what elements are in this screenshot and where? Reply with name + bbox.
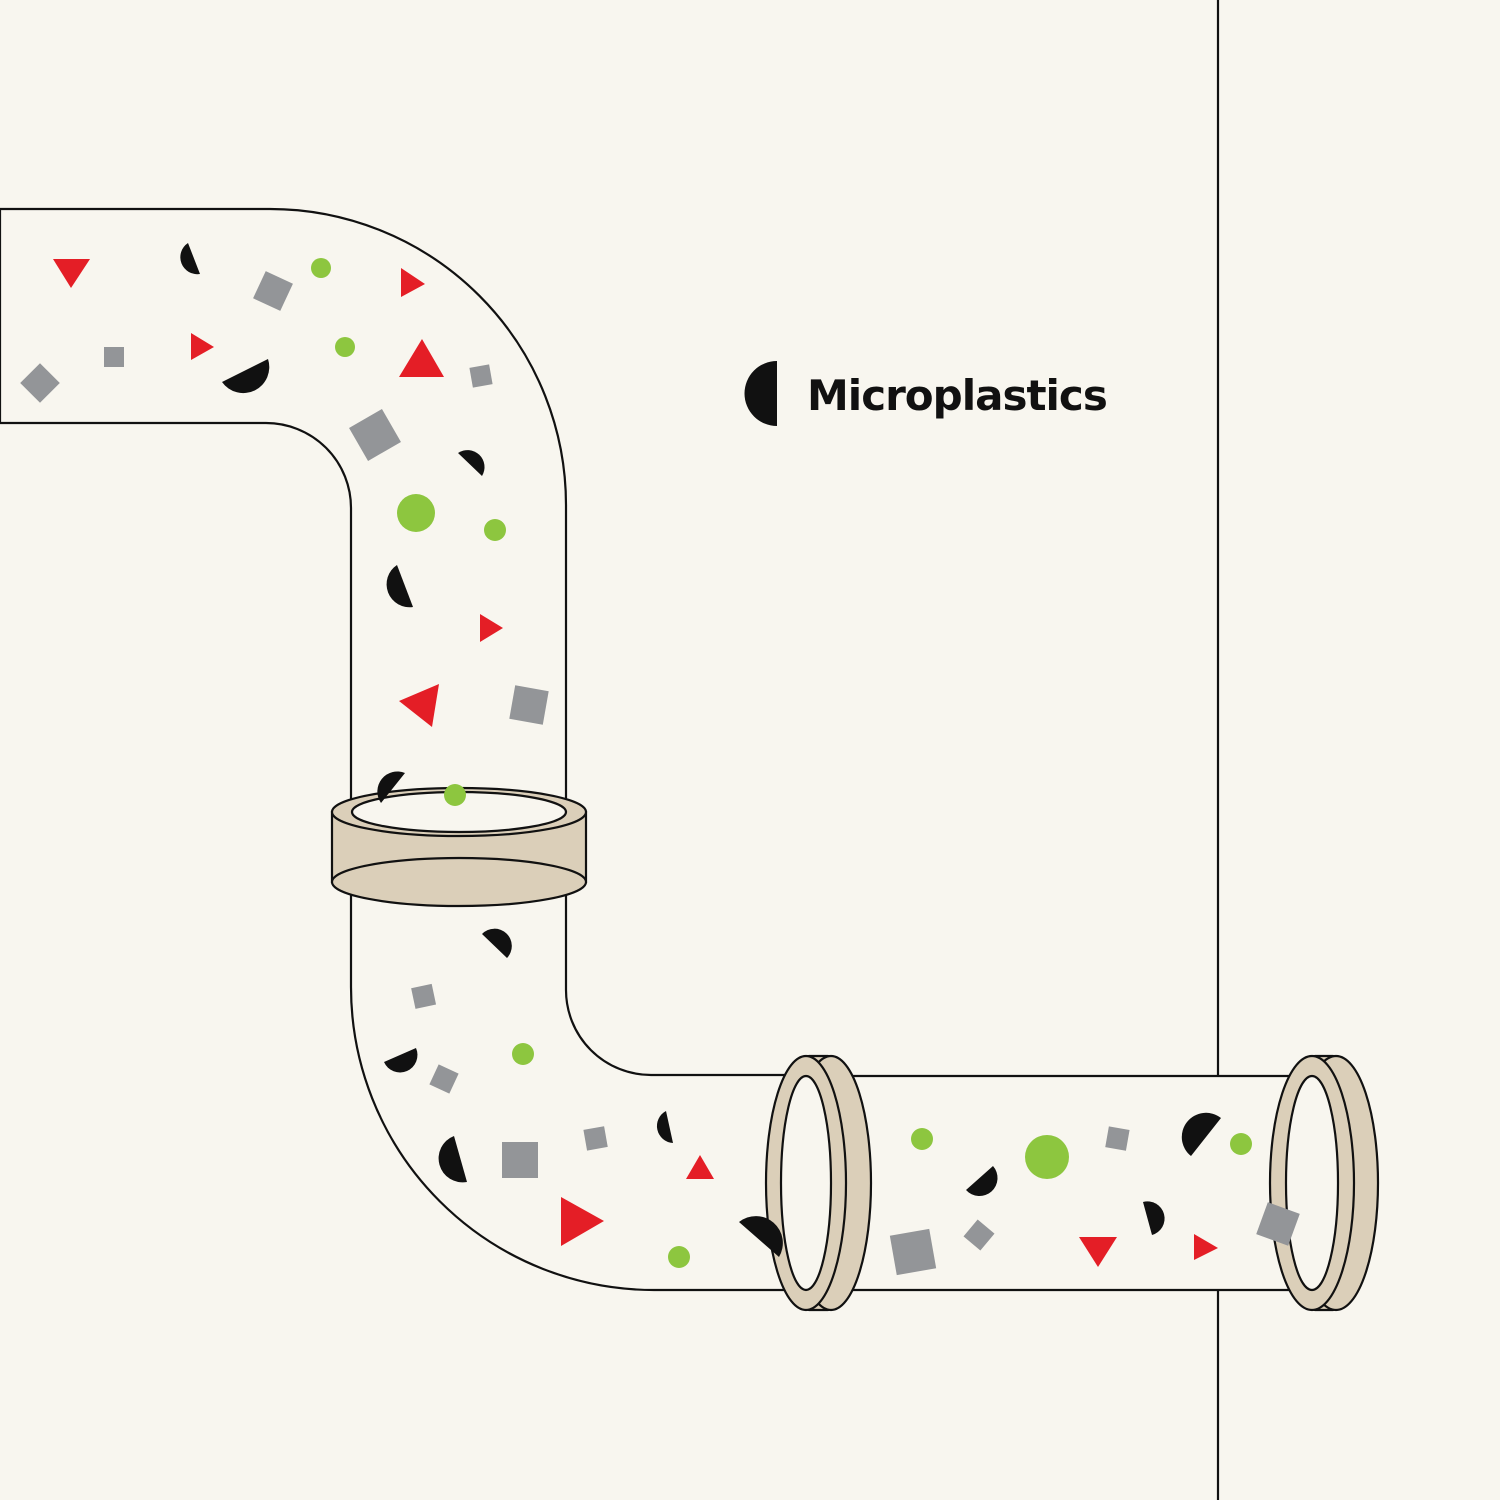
red-triangle-particle <box>686 1155 714 1179</box>
red-triangle-particle <box>53 259 90 288</box>
gray-square-particle <box>253 271 293 311</box>
black-half-circle-particle <box>180 243 200 275</box>
gray-square-particle <box>502 1142 538 1178</box>
gray-square-particle <box>349 409 401 461</box>
gray-square-particle <box>1105 1126 1130 1151</box>
black-half-circle-particle <box>384 1048 418 1073</box>
red-triangle-particle <box>480 614 503 642</box>
lower-pipe-elbow <box>349 868 792 1292</box>
green-dot-particle <box>911 1128 933 1150</box>
red-triangle-particle <box>401 268 425 297</box>
green-dot-particle <box>311 258 331 278</box>
legend-label: Microplastics <box>807 371 1107 420</box>
black-half-circle-particle <box>1181 1112 1221 1156</box>
black-half-circle-particle <box>1143 1201 1165 1235</box>
red-triangle-particle <box>561 1197 604 1246</box>
vertical-coupling <box>330 786 588 908</box>
green-dot-particle <box>1025 1135 1069 1179</box>
red-triangle-particle <box>399 339 444 377</box>
gray-square-particle <box>889 1228 937 1276</box>
middle-coupling <box>764 1054 873 1312</box>
microplastic-particles <box>20 243 1300 1276</box>
green-dot-particle <box>1230 1133 1252 1155</box>
gray-square-particle <box>509 685 549 725</box>
red-triangle-particle <box>399 684 439 727</box>
gray-square-particle <box>429 1064 459 1094</box>
green-dot-particle <box>444 784 466 806</box>
red-triangle-particle <box>1079 1237 1117 1267</box>
black-half-circle-particle <box>966 1166 998 1197</box>
black-half-circle-particle <box>482 928 512 958</box>
black-half-circle-particle <box>656 1111 673 1143</box>
green-dot-particle <box>335 337 355 357</box>
green-dot-particle <box>484 519 506 541</box>
black-half-circle-particle <box>458 450 485 476</box>
gray-square-particle <box>583 1126 608 1151</box>
gray-square-particle <box>963 1219 995 1251</box>
gray-square-particle <box>469 364 493 388</box>
half-circle-icon <box>744 361 777 426</box>
black-half-circle-particle <box>386 565 413 608</box>
green-dot-particle <box>397 494 435 532</box>
gray-square-particle <box>1256 1202 1300 1246</box>
red-triangle-particle <box>191 333 214 360</box>
black-half-circle-particle <box>739 1216 783 1257</box>
gray-square-particle <box>104 347 124 367</box>
black-half-circle-particle <box>222 359 270 394</box>
green-dot-particle <box>668 1246 690 1268</box>
gray-square-particle <box>411 983 437 1009</box>
legend: Microplastics <box>744 361 1108 426</box>
black-half-circle-particle <box>377 771 405 803</box>
wall-coupling <box>1268 1054 1380 1312</box>
red-triangle-particle <box>1194 1234 1218 1260</box>
black-half-circle-particle <box>438 1136 467 1183</box>
green-dot-particle <box>512 1043 534 1065</box>
